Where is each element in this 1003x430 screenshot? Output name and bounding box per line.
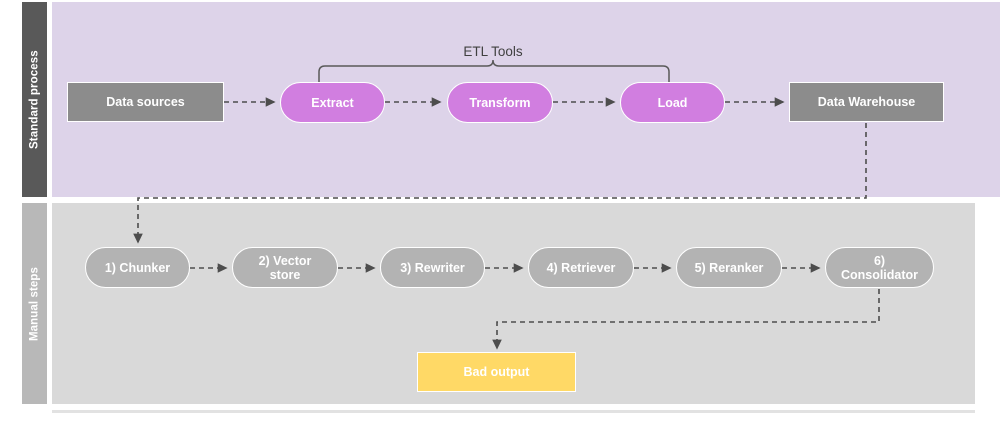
node-rewriter[interactable]: 3) Rewriter	[380, 247, 485, 288]
node-transform[interactable]: Transform	[447, 82, 553, 123]
node-chunker-label: 1) Chunker	[104, 260, 171, 275]
node-bad-output[interactable]: Bad output	[417, 352, 576, 392]
lane-label-standard-process: Standard process	[22, 2, 47, 197]
node-retriever-label: 4) Retriever	[546, 260, 616, 275]
etl-tools-label: ETL Tools	[463, 44, 523, 59]
node-bad-output-label: Bad output	[463, 365, 530, 379]
node-data-warehouse[interactable]: Data Warehouse	[789, 82, 944, 122]
node-vector-store-label: 2) Vector store	[258, 253, 312, 282]
node-extract-label: Extract	[311, 95, 354, 110]
node-data-sources-label: Data sources	[106, 95, 185, 109]
node-transform-label: Transform	[469, 95, 531, 110]
lane-label-manual-steps-text: Manual steps	[28, 266, 41, 341]
node-chunker[interactable]: 1) Chunker	[85, 247, 190, 288]
node-load[interactable]: Load	[620, 82, 725, 123]
node-load-label: Load	[657, 95, 688, 110]
node-retriever[interactable]: 4) Retriever	[528, 247, 634, 288]
node-consolidator-label: 6) Consolidator	[840, 253, 919, 282]
node-reranker[interactable]: 5) Reranker	[676, 247, 782, 288]
node-consolidator[interactable]: 6) Consolidator	[825, 247, 934, 288]
node-reranker-label: 5) Reranker	[694, 260, 764, 275]
lane-label-standard-process-text: Standard process	[28, 50, 41, 149]
node-data-sources[interactable]: Data sources	[67, 82, 224, 122]
node-vector-store[interactable]: 2) Vector store	[232, 247, 338, 288]
bottom-divider-rule	[52, 410, 975, 413]
lane-label-manual-steps: Manual steps	[22, 203, 47, 404]
node-extract[interactable]: Extract	[280, 82, 385, 123]
node-rewriter-label: 3) Rewriter	[400, 260, 465, 275]
node-data-warehouse-label: Data Warehouse	[817, 95, 916, 109]
